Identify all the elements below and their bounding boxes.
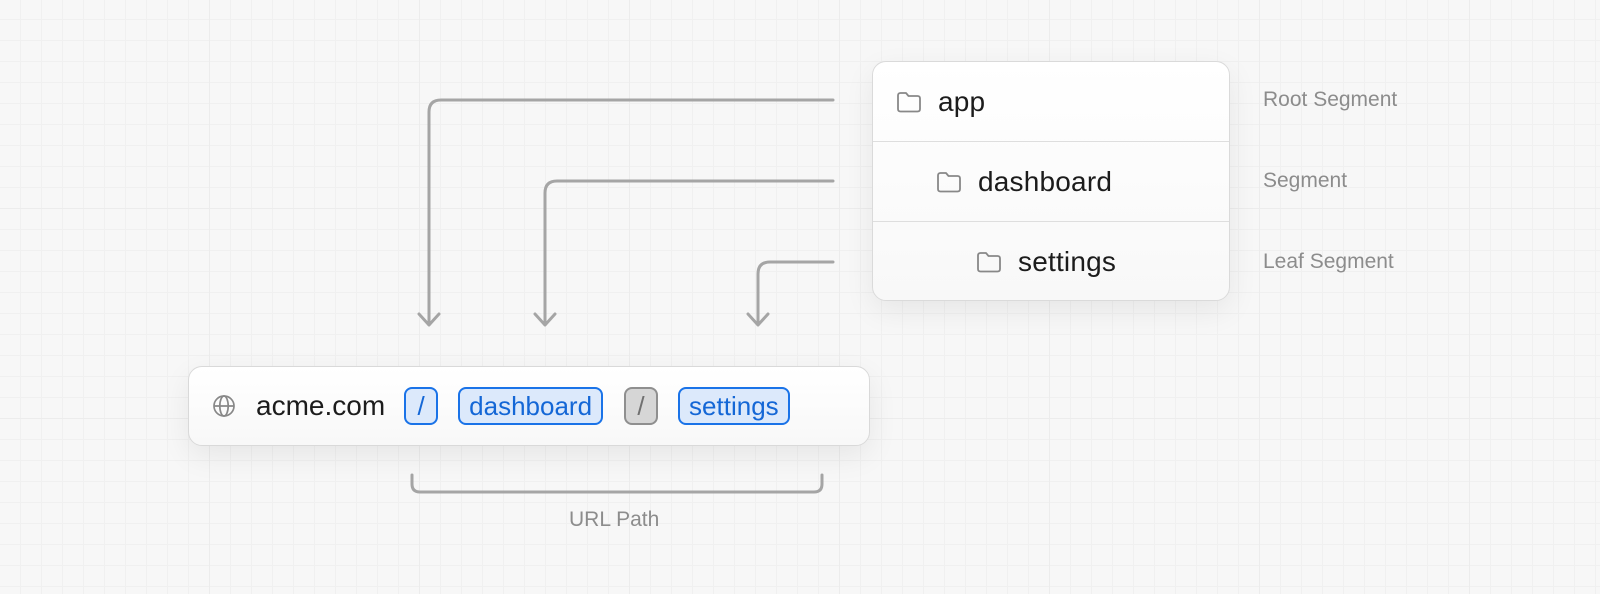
tree-row-app[interactable]: app [873,62,1229,142]
url-separator-root: / [404,387,439,425]
globe-icon [213,395,235,417]
arrowhead-settings [746,312,770,327]
connector-dashboard [543,179,835,326]
folder-tree-card: app dashboard settings [872,61,1230,301]
url-segment-settings: settings [678,387,790,425]
url-domain: acme.com [256,390,386,421]
leaf-segment-label: Leaf Segment [1263,250,1394,273]
url-bar[interactable]: acme.com / dashboard / settings [188,366,870,446]
url-path-bracket [410,473,824,494]
folder-name-dashboard: dashboard [978,165,1113,197]
connector-settings [756,260,835,326]
folder-icon [897,91,921,112]
url-path-label: URL Path [569,508,660,531]
folder-name-app: app [938,85,986,117]
url-separator: / [624,387,659,425]
folder-name-settings: settings [1018,246,1117,277]
folder-icon [937,171,961,192]
root-segment-label: Root Segment [1263,88,1398,111]
segment-label: Segment [1263,169,1348,192]
folder-icon [977,252,1001,273]
tree-row-dashboard[interactable]: dashboard [873,142,1229,222]
tree-row-settings[interactable]: settings [873,222,1229,300]
arrowhead-app [417,312,441,327]
arrowhead-dashboard [533,312,557,327]
connector-app [427,98,835,326]
url-segment-dashboard: dashboard [458,387,604,425]
